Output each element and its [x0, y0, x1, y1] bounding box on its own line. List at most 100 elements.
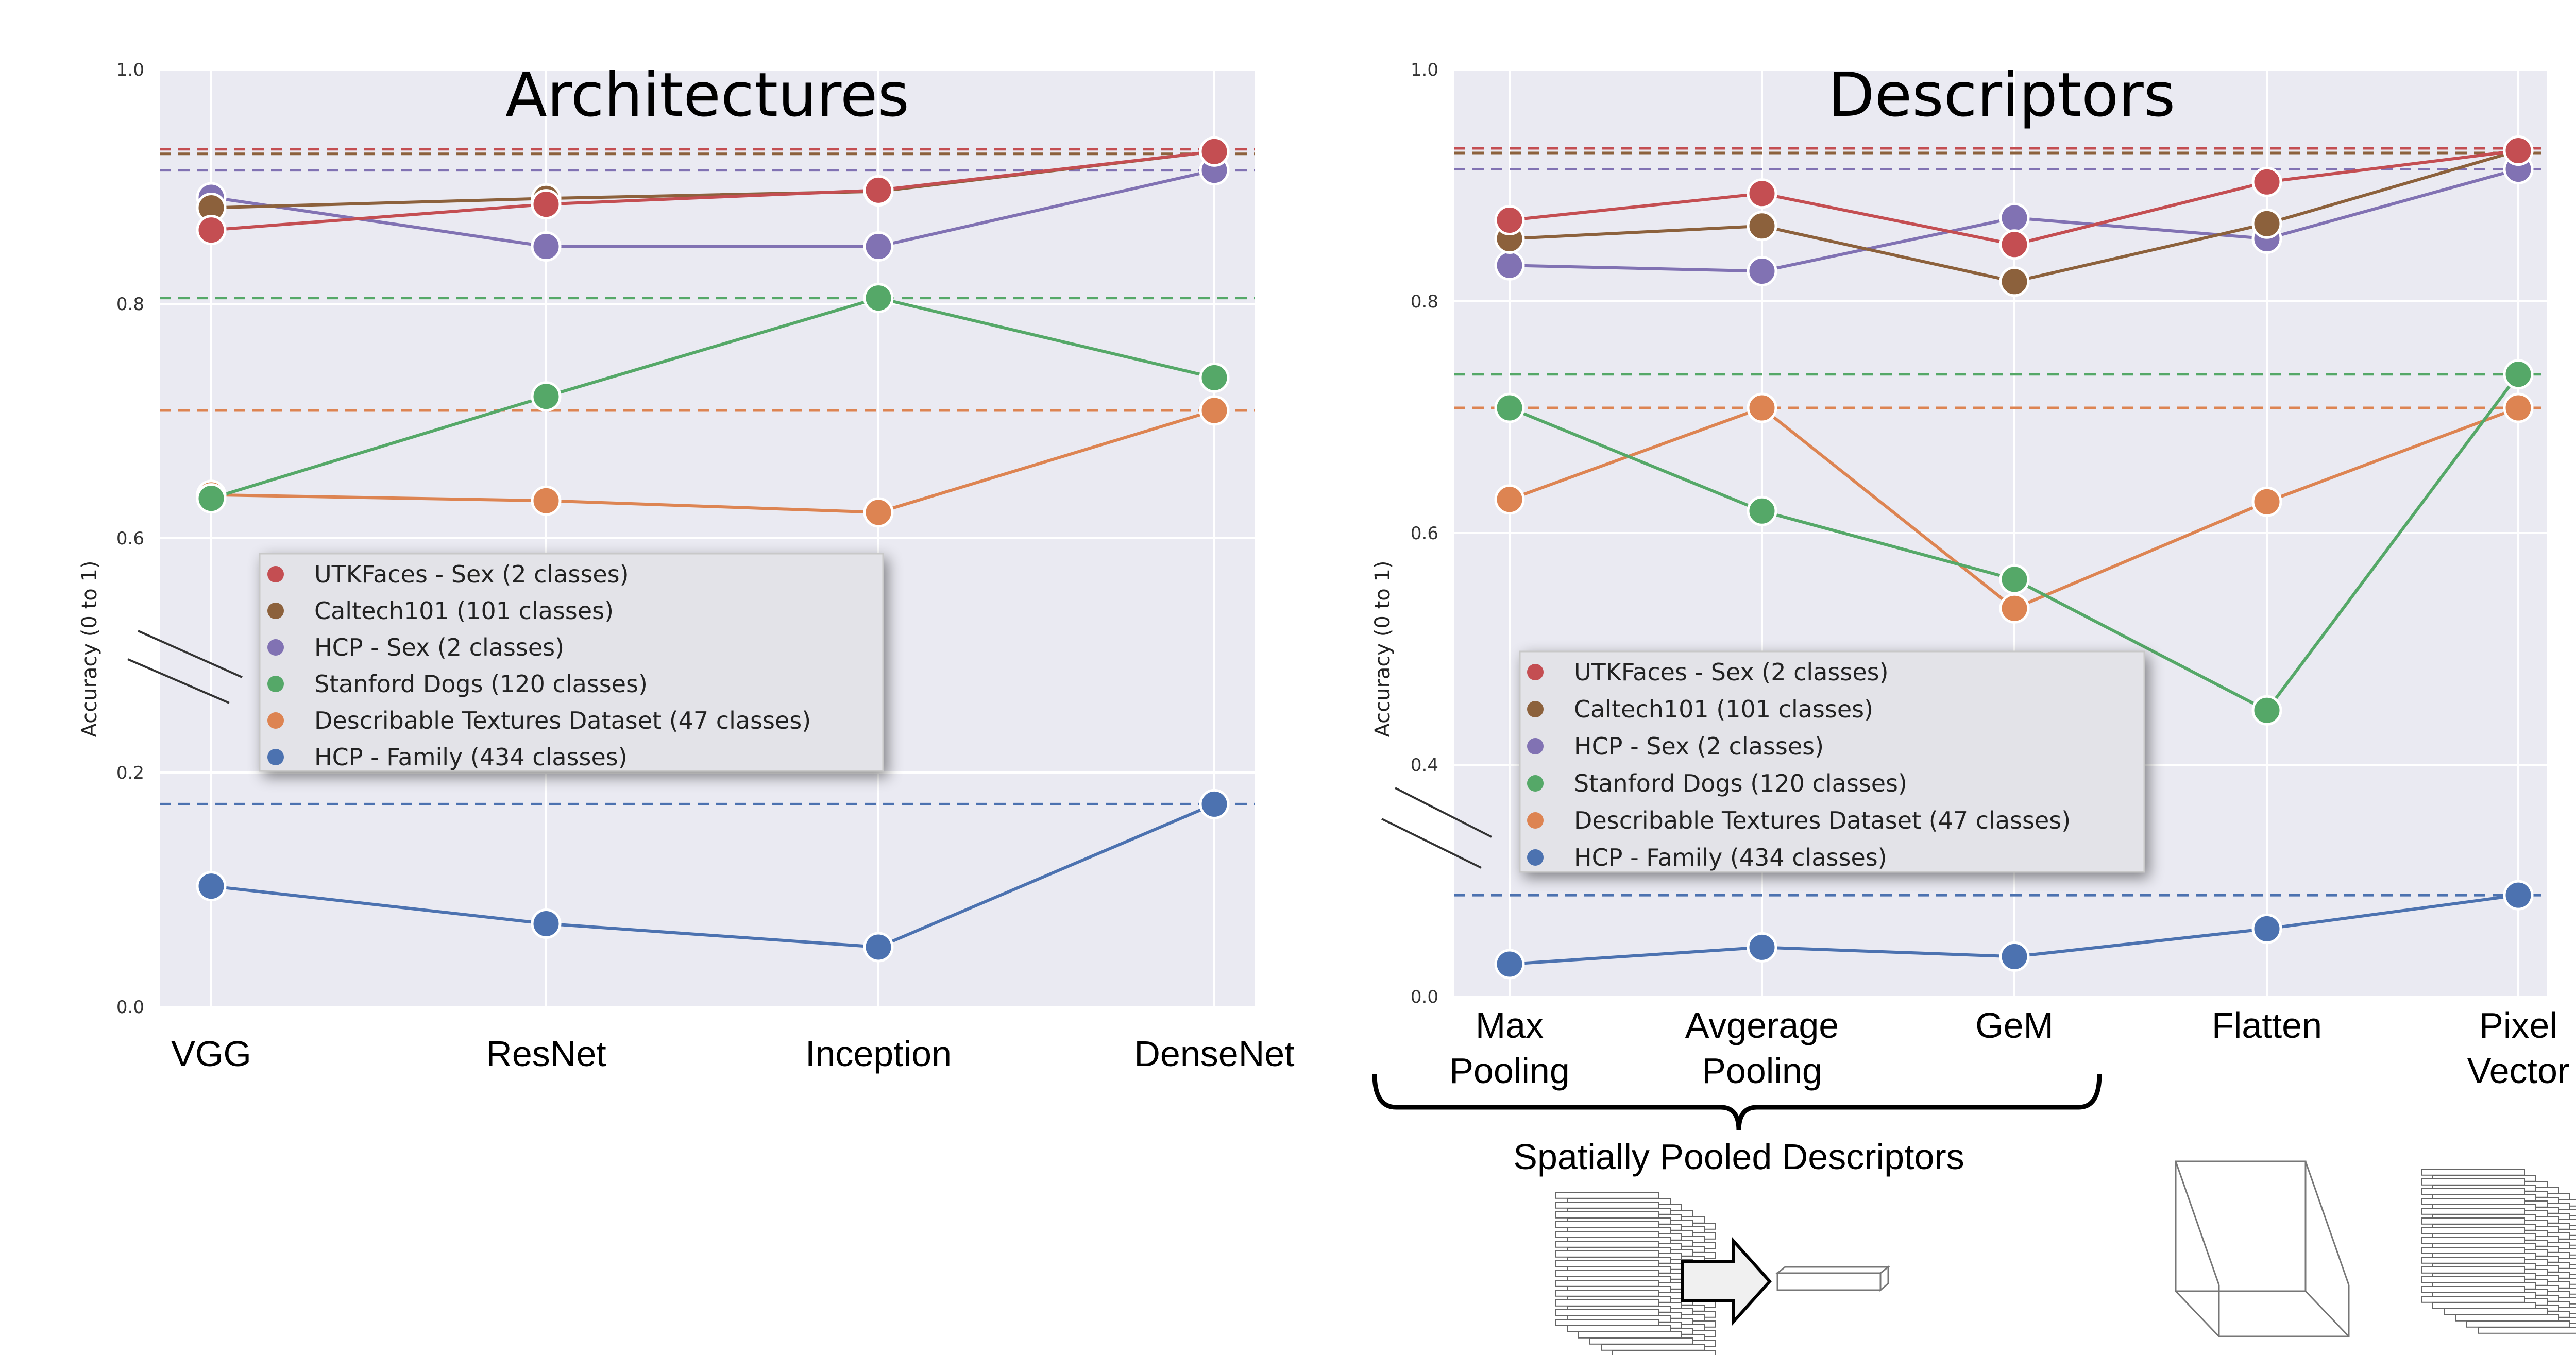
data-point-dtd	[2503, 392, 2534, 423]
data-point-hcpfam	[2503, 880, 2534, 911]
legend-label-utk: UTKFaces - Sex (2 classes)	[1574, 658, 1889, 686]
x-tick-label: Vector	[2467, 1051, 2569, 1091]
descriptors-legend: UTKFaces - Sex (2 classes) Caltech101 (10…	[1519, 650, 2145, 873]
architectures-ylabel: Accuracy (0 to 1)	[78, 560, 101, 737]
feature-map-slice	[1555, 1241, 1659, 1248]
legend-marker-utk	[1527, 664, 1544, 680]
data-point-utk	[531, 189, 562, 220]
descriptors-y-ticks: 0.0 0.4 0.6 0.8 1.0	[1411, 60, 1438, 1007]
legend-marker-hcpfam	[267, 749, 284, 765]
feature-map-slice	[2421, 1247, 2525, 1254]
feature-map-slice	[1555, 1231, 1659, 1238]
feature-map-slice	[1555, 1221, 1659, 1228]
pooled-vector-icon	[1775, 1265, 1891, 1292]
feature-map-slice	[2421, 1296, 2525, 1303]
y-tick-label: 0.6	[1411, 523, 1438, 544]
feature-map-slice	[2421, 1286, 2525, 1293]
descriptors-legend-entries: UTKFaces - Sex (2 classes) Caltech101 (10…	[1527, 658, 2071, 871]
feature-map-slice	[2421, 1227, 2525, 1234]
legend-marker-utk	[267, 566, 284, 582]
data-point-utk	[1999, 229, 2030, 260]
data-point-hcpfam	[1494, 949, 1525, 980]
x-tick-label: Inception	[805, 1034, 952, 1074]
x-tick-label: Pixel	[2479, 1005, 2557, 1045]
legend-marker-caltech	[1527, 701, 1544, 717]
y-tick-label: 1.0	[1411, 60, 1438, 80]
legend-label-dtd: Describable Textures Dataset (47 classes…	[1574, 807, 2071, 834]
pixel-vector-stack-icon	[2421, 1169, 2576, 1334]
descriptors-axis-break-mark	[1381, 818, 1482, 869]
feature-map-slice	[1555, 1319, 1659, 1326]
architectures-gridlines	[160, 68, 1255, 1008]
feature-map-slice	[2444, 1308, 2548, 1315]
data-point-dogs	[1747, 495, 1777, 526]
feature-map-slice	[1601, 1344, 1705, 1351]
y-tick-label: 0.8	[1411, 291, 1438, 312]
feature-map-slice	[1555, 1290, 1659, 1297]
feature-map-slice	[2421, 1169, 2525, 1176]
data-point-dtd	[1747, 392, 1777, 423]
legend-label-hcpfam: HCP - Family (434 classes)	[1574, 844, 1887, 871]
y-tick-label: 0.0	[1411, 987, 1438, 1007]
feature-map-slice	[2421, 1217, 2525, 1225]
legend-label-hcpsex: HCP - Sex (2 classes)	[314, 633, 564, 661]
x-tick-label: Avgerage	[1685, 1005, 1839, 1045]
y-tick-label: 0.2	[116, 763, 144, 783]
legend-label-caltech: Caltech101 (101 classes)	[314, 597, 614, 625]
data-point-utk	[1199, 136, 1230, 167]
data-point-hcpsex	[863, 231, 894, 262]
data-point-dogs	[531, 381, 562, 412]
feature-map-slice	[2455, 1314, 2559, 1322]
x-tick-label: Flatten	[2212, 1005, 2322, 1045]
feature-map-slice	[1555, 1192, 1659, 1199]
data-point-utk	[196, 215, 227, 246]
data-point-hcpfam	[196, 871, 227, 902]
series-line-hcpsex	[211, 168, 1215, 248]
y-tick-label: 1.0	[116, 60, 144, 80]
legend-marker-dogs	[1527, 775, 1544, 792]
data-point-utk	[2503, 135, 2534, 166]
data-point-dtd	[1199, 395, 1230, 426]
legend-marker-hcpsex	[267, 639, 284, 656]
architectures-legend-entries: UTKFaces - Sex (2 classes) Caltech101 (10…	[267, 560, 811, 771]
x-tick-label: GeM	[1975, 1005, 2054, 1045]
x-tick-label: Pooling	[1702, 1051, 1822, 1091]
data-point-hcpfam	[531, 908, 562, 939]
legend-label-utk: UTKFaces - Sex (2 classes)	[314, 560, 629, 588]
feature-map-slice	[1567, 1325, 1671, 1332]
feature-map-slice	[2421, 1188, 2525, 1195]
data-point-dogs	[863, 283, 894, 314]
data-point-dogs	[196, 483, 227, 514]
series-line-utk	[211, 150, 1215, 232]
data-point-dtd	[1999, 593, 2030, 624]
pooling-arrow-icon	[1681, 1237, 1772, 1326]
data-point-hcpsex	[531, 231, 562, 262]
series-line-dtd	[211, 409, 1215, 514]
legend-marker-dtd	[267, 712, 284, 729]
y-tick-label: 0.4	[1411, 755, 1438, 776]
legend-label-caltech: Caltech101 (101 classes)	[1574, 695, 1873, 723]
feature-map-slice	[2421, 1208, 2525, 1215]
architectures-axis-break-mark	[127, 658, 230, 704]
data-point-hcpfam	[1199, 788, 1230, 819]
x-tick-label: VGG	[171, 1034, 251, 1074]
legend-label-dogs: Stanford Dogs (120 classes)	[314, 670, 648, 698]
feature-map-slice	[1589, 1337, 1693, 1345]
feature-map-slice	[2421, 1178, 2525, 1186]
descriptor-illustrations	[1555, 1160, 2576, 1355]
data-point-dogs	[2251, 695, 2282, 726]
feature-map-slice	[1578, 1331, 1682, 1339]
data-point-utk	[1494, 205, 1525, 235]
descriptors-axis-break-mark	[1395, 787, 1492, 838]
curly-brace	[1372, 1073, 2102, 1131]
x-tick-label: Max	[1476, 1005, 1544, 1045]
data-point-dogs	[1999, 564, 2030, 595]
feature-map-slice	[1612, 1350, 1716, 1355]
architectures-series-points	[196, 136, 1230, 963]
architectures-reference-lines	[160, 148, 1255, 805]
data-point-dtd	[2251, 486, 2282, 517]
data-point-caltech	[1999, 266, 2030, 297]
data-point-caltech	[1747, 211, 1777, 242]
